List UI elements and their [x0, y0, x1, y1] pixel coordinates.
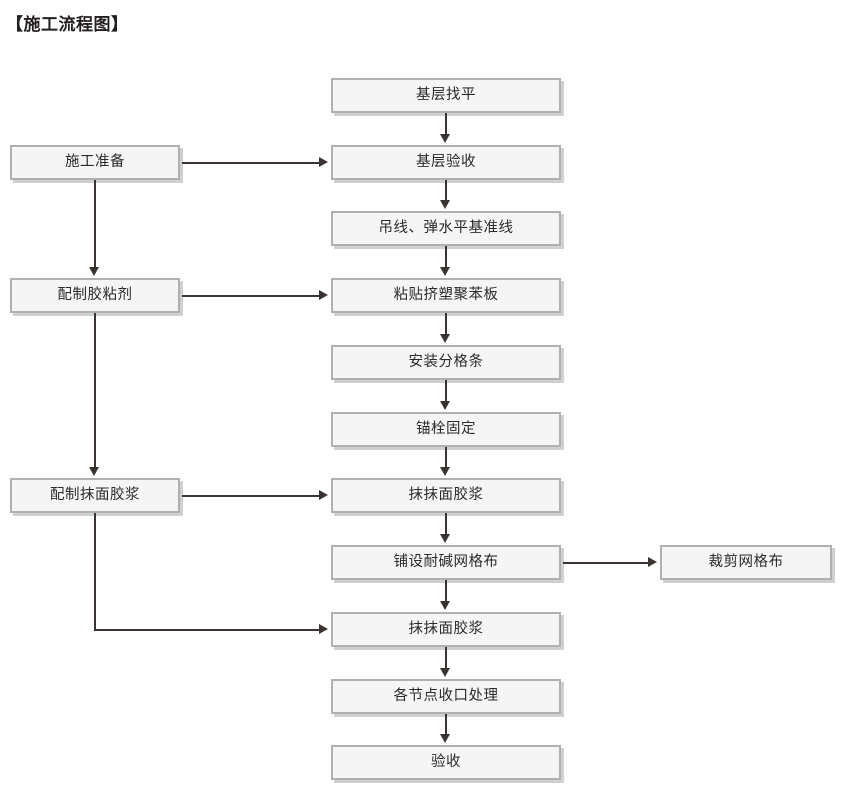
- node-apply-plaster-2[interactable]: 抹抹面胶浆: [331, 612, 561, 647]
- node-joint-treatment[interactable]: 各节点收口处理: [331, 679, 561, 714]
- page-title: 【施工流程图】: [6, 15, 129, 35]
- arrowhead-down: [440, 200, 450, 209]
- connector-v-adhesive-plastermix: [94, 313, 96, 469]
- node-base-acceptance[interactable]: 基层验收: [331, 145, 561, 180]
- node-prep[interactable]: 施工准备: [10, 145, 180, 180]
- node-label: 安装分格条: [408, 354, 484, 371]
- connector-v-plaster2-joint: [445, 647, 447, 670]
- connector-v-plastermix-branch: [94, 513, 96, 630]
- connector-h-prep-acceptance: [182, 162, 321, 164]
- node-label: 吊线、弹水平基准线: [378, 220, 514, 237]
- node-paste-xps[interactable]: 粘贴挤塑聚苯板: [331, 278, 561, 313]
- arrowhead-down: [440, 467, 450, 476]
- arrowhead-right: [319, 290, 328, 300]
- arrowhead-down: [440, 534, 450, 543]
- arrowhead-right: [319, 157, 328, 167]
- connector-v-prep-adhesive: [94, 180, 96, 269]
- node-adhesive-mix[interactable]: 配制胶粘剂: [10, 278, 180, 313]
- arrowhead-down: [440, 668, 450, 677]
- node-lay-mesh[interactable]: 铺设耐碱网格布: [331, 545, 561, 580]
- node-label: 验收: [431, 754, 461, 771]
- arrowhead-down: [440, 401, 450, 410]
- arrowhead-down: [440, 734, 450, 743]
- node-label: 铺设耐碱网格布: [393, 554, 499, 571]
- node-label: 基层找平: [416, 87, 476, 104]
- node-cut-mesh[interactable]: 裁剪网格布: [660, 545, 832, 580]
- node-label: 抹抹面胶浆: [408, 621, 484, 638]
- node-anchor-fix[interactable]: 锚栓固定: [331, 412, 561, 447]
- node-label: 施工准备: [65, 154, 125, 171]
- connector-v-acceptance-datum: [445, 180, 447, 202]
- node-install-strips[interactable]: 安装分格条: [331, 345, 561, 380]
- connector-h-mesh-cutmesh: [563, 562, 650, 564]
- connector-h-plastermix-plaster1: [182, 495, 321, 497]
- node-label: 抹抹面胶浆: [408, 487, 484, 504]
- connector-v-mesh-plaster2: [445, 580, 447, 603]
- arrowhead-down: [440, 334, 450, 343]
- node-label: 配制抹面胶浆: [50, 487, 140, 504]
- arrowhead-down: [89, 467, 99, 476]
- node-label: 粘贴挤塑聚苯板: [393, 287, 499, 304]
- connector-v-xps-strips: [445, 313, 447, 336]
- node-label: 配制胶粘剂: [57, 287, 133, 304]
- arrowhead-right: [319, 490, 328, 500]
- arrowhead-down: [440, 134, 450, 143]
- connector-h-adhesive-xps: [182, 295, 321, 297]
- node-label: 锚栓固定: [416, 421, 476, 438]
- arrowhead-right: [319, 624, 328, 634]
- node-acceptance[interactable]: 验收: [331, 745, 561, 780]
- node-plaster-mix[interactable]: 配制抹面胶浆: [10, 478, 180, 513]
- arrowhead-right: [648, 557, 657, 567]
- connector-v-plaster1-mesh: [445, 513, 447, 536]
- node-base-leveling[interactable]: 基层找平: [331, 78, 561, 113]
- node-datum-line[interactable]: 吊线、弹水平基准线: [331, 211, 561, 246]
- connector-v-datum-xps: [445, 246, 447, 269]
- connector-h-plastermix-plaster2: [94, 629, 321, 631]
- node-label: 各节点收口处理: [393, 688, 499, 705]
- connector-v-leveling-acceptance: [445, 113, 447, 136]
- node-apply-plaster-1[interactable]: 抹抹面胶浆: [331, 478, 561, 513]
- connector-v-joint-acceptance: [445, 714, 447, 736]
- connector-v-strips-anchor: [445, 380, 447, 403]
- arrowhead-down: [89, 267, 99, 276]
- node-label: 基层验收: [416, 154, 476, 171]
- arrowhead-down: [440, 601, 450, 610]
- node-label: 裁剪网格布: [708, 554, 784, 571]
- connector-v-anchor-plaster1: [445, 447, 447, 469]
- arrowhead-down: [440, 267, 450, 276]
